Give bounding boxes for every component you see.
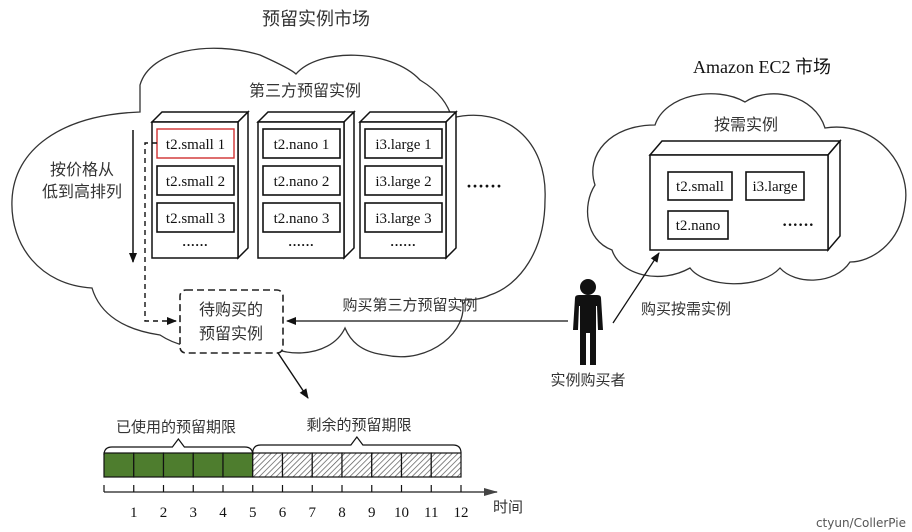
column-side-face <box>237 110 249 260</box>
axis-tick-label: 7 <box>309 505 317 521</box>
ec2-market-cloud <box>586 93 907 285</box>
reserved-column: i3.large 1 i3.large 2 i3.large 3 ······ <box>358 110 458 260</box>
instance-item-label: t2.small 3 <box>166 211 225 227</box>
used-period-cell <box>222 452 254 478</box>
buy-on-demand-arrow <box>612 252 660 324</box>
on-demand-more-dots: ······ <box>782 217 814 234</box>
on-demand-items: t2.small i3.large t2.nano <box>667 171 805 240</box>
instance-item[interactable] <box>364 202 443 233</box>
axis-tick-label: 12 <box>454 505 469 521</box>
axis-tick-label: 1 <box>130 505 138 521</box>
watermark: ctyun/CollerPie <box>816 516 906 530</box>
used-period-label: 已使用的预留期限 <box>116 418 236 436</box>
reserved-more-dots: ······ <box>466 176 502 196</box>
remaining-period-cell <box>281 452 313 478</box>
instance-item-label: t2.small 2 <box>166 174 225 190</box>
instance-item-label: t2.small 1 <box>166 137 225 153</box>
used-period-cell <box>162 452 194 478</box>
column-side-face <box>445 110 457 260</box>
column-top-face <box>358 111 458 123</box>
remaining-period-cell <box>400 452 432 478</box>
sort-label-line2: 低到高排列 <box>42 182 122 201</box>
instance-item-label: i3.large 1 <box>375 137 431 153</box>
used-period-cell <box>133 452 165 478</box>
remaining-period-cell <box>311 452 343 478</box>
reserved-market-cloud <box>11 47 546 358</box>
axis-tick-label: 11 <box>424 505 438 521</box>
third-party-title: 第三方预留实例 <box>249 81 361 100</box>
remaining-period-brace <box>252 436 462 454</box>
axis-tick-label: 2 <box>160 505 168 521</box>
reserved-column: t2.nano 1 t2.nano 2 t2.nano 3 ······ <box>256 110 356 260</box>
on-demand-title: 按需实例 <box>714 115 778 134</box>
on-demand-item[interactable] <box>745 171 805 201</box>
instance-item-label: i3.large 3 <box>375 211 431 227</box>
used-period-cell <box>103 452 135 478</box>
remaining-period-cell <box>430 452 462 478</box>
axis-tick-label: 3 <box>190 505 198 521</box>
column-more-dots: ······ <box>288 237 314 252</box>
instance-item-selected[interactable] <box>156 128 235 159</box>
reserved-market-title: 预留实例市场 <box>262 9 370 30</box>
column-more-dots: ······ <box>182 237 208 252</box>
buyer-label: 实例购买者 <box>550 371 625 389</box>
on-demand-item[interactable] <box>667 210 729 240</box>
reserved-column: t2.small 1 t2.small 2 t2.small 3 ······ <box>150 110 250 260</box>
instance-item-label: t2.nano 3 <box>274 211 330 227</box>
pending-box-line1: 待购买的 <box>199 300 263 319</box>
selected-flow-dashed-arrow <box>144 142 177 325</box>
axis-tick-label: 10 <box>394 505 409 521</box>
axis-tick-label: 6 <box>279 505 287 521</box>
remaining-period-label: 剩余的预留期限 <box>306 416 411 434</box>
on-demand-item[interactable] <box>667 171 733 201</box>
sort-label-line1: 按价格从 <box>50 160 114 179</box>
pending-reserved-box[interactable] <box>179 289 284 354</box>
instance-item[interactable] <box>156 202 235 233</box>
column-top-face <box>150 111 250 123</box>
pending-box-line2: 预留实例 <box>199 324 263 343</box>
axis-tick-label: 5 <box>249 505 257 521</box>
remaining-period-cell <box>341 452 373 478</box>
column-side-face <box>343 110 355 260</box>
instance-item[interactable] <box>262 128 341 159</box>
instance-item-label: i3.large 2 <box>375 174 431 190</box>
remaining-period-cell <box>371 452 403 478</box>
column-top-face <box>256 111 356 123</box>
axis-tick-label: 9 <box>368 505 376 521</box>
column-more-dots: ······ <box>390 237 416 252</box>
pending-to-timeline-arrow <box>277 352 309 399</box>
buy-third-party-label: 购买第三方预留实例 <box>342 296 477 314</box>
on-demand-item-label: t2.nano <box>676 218 721 234</box>
buyer-person-icon <box>573 279 603 365</box>
instance-item-label: t2.nano 1 <box>274 137 330 153</box>
instance-item[interactable] <box>262 202 341 233</box>
axis-tick-label: 8 <box>338 505 346 521</box>
axis-tick-label: 4 <box>219 505 227 521</box>
on-demand-item-label: i3.large <box>752 179 797 195</box>
instance-item[interactable] <box>262 165 341 196</box>
on-demand-item-label: t2.small <box>676 179 724 195</box>
time-axis-label: 时间 <box>493 498 523 516</box>
reserved-columns: t2.small 1t2.small 2t2.small 3······t2.n… <box>150 110 458 260</box>
instance-item-label: t2.nano 2 <box>274 174 330 190</box>
used-period-brace <box>103 438 254 456</box>
used-period-cell <box>192 452 224 478</box>
remaining-period-cell <box>252 452 284 478</box>
instance-item[interactable] <box>364 128 443 159</box>
instance-item[interactable] <box>364 165 443 196</box>
instance-item[interactable] <box>156 165 235 196</box>
ec2-market-title: Amazon EC2 市场 <box>693 57 831 77</box>
buy-on-demand-label: 购买按需实例 <box>641 300 731 318</box>
